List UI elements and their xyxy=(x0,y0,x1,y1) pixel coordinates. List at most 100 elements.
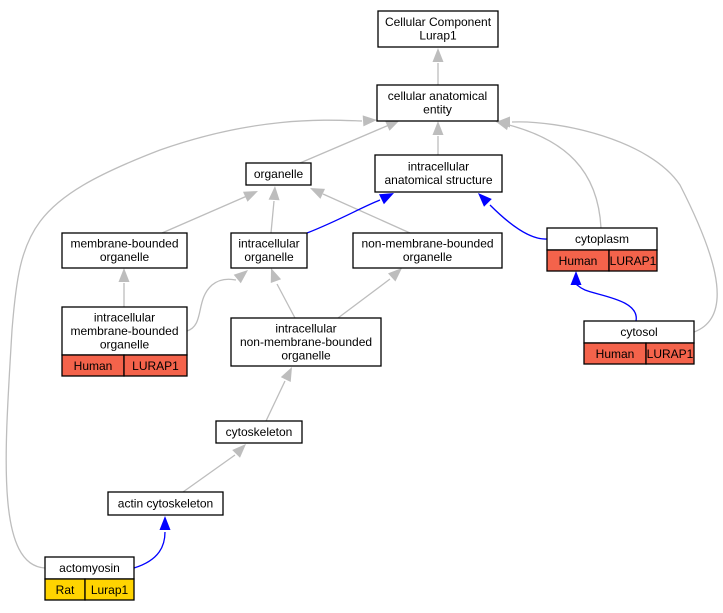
edge-cytoplasm-to-ias-part-of xyxy=(478,193,548,240)
edge-line xyxy=(133,531,166,569)
edge-organelle-to-cae-is-a xyxy=(299,120,400,164)
edge-arrowhead xyxy=(362,115,377,127)
node-label-line: cytosol xyxy=(620,325,657,339)
edge-line xyxy=(299,124,390,164)
edge-line xyxy=(511,121,718,333)
node-label-line: cytoplasm xyxy=(575,232,629,246)
species-label: Human xyxy=(596,347,635,361)
edge-line xyxy=(276,283,296,319)
annotation-row[interactable]: Human LURAP1 xyxy=(546,249,658,272)
node-label-line: intracellular xyxy=(275,321,336,335)
edge-cytosol-to-cytoplasm-part-of xyxy=(570,271,637,322)
node-label-line: anatomical structure xyxy=(384,173,492,187)
edge-arrowhead xyxy=(243,191,258,202)
node-label-line: Lurap1 xyxy=(419,29,457,43)
node-box[interactable] xyxy=(245,162,312,186)
gene-label: LURAP1 xyxy=(132,359,179,373)
node-label-line: organelle xyxy=(100,337,150,351)
edge-line xyxy=(508,124,602,229)
species-label: Human xyxy=(559,254,598,268)
species-label: Human xyxy=(74,359,113,373)
edge-arrowhead xyxy=(432,48,444,62)
edge-line xyxy=(5,119,363,569)
node-box[interactable] xyxy=(107,491,224,516)
node-label-line: intracellular xyxy=(238,237,299,251)
edge-arrowhead xyxy=(232,444,246,458)
gene-cell[interactable] xyxy=(84,578,135,601)
edge-cytoskeleton-to-inmbo-is-a xyxy=(265,367,292,422)
gene-label: LURAP1 xyxy=(610,254,657,268)
node-label-line: entity xyxy=(423,103,452,117)
edge-line xyxy=(337,278,391,319)
node-label-line: intracellular xyxy=(408,160,469,174)
node-inmbo[interactable]: intracellularnon-membrane-boundedorganel… xyxy=(230,317,382,367)
edge-actin-to-cytoskeleton-is-a xyxy=(182,444,246,493)
gene-cell[interactable] xyxy=(608,249,658,272)
edge-cae-to-root-is-a xyxy=(432,48,444,85)
edge-line xyxy=(322,193,411,234)
node-label-line: Cellular Component xyxy=(385,15,492,29)
edge-nmbo-to-organelle-is-a xyxy=(310,188,411,234)
node-cytoskeleton[interactable]: cytoskeleton xyxy=(215,420,303,444)
node-label-line: non-membrane-bounded xyxy=(361,237,493,251)
edge-cytoplasm-to-cae-is-a xyxy=(495,119,602,229)
gene-label: LURAP1 xyxy=(647,347,694,361)
annotation-row[interactable]: Human LURAP1 xyxy=(583,342,695,365)
edge-io-to-ias-part-of xyxy=(306,193,394,234)
node-box[interactable] xyxy=(230,317,382,367)
edge-arrowhead xyxy=(310,188,325,199)
node-label-line: organelle xyxy=(244,250,294,264)
edge-line xyxy=(270,200,275,234)
node-label-line: actomyosin xyxy=(59,561,120,575)
edge-arrowhead xyxy=(432,121,444,135)
edge-arrowhead xyxy=(268,186,280,201)
node-box[interactable] xyxy=(374,154,503,193)
edge-arrowhead xyxy=(233,270,248,284)
gene-cell[interactable] xyxy=(645,342,695,365)
edge-arrowhead xyxy=(280,367,292,382)
edges-layer xyxy=(5,48,718,569)
node-box[interactable] xyxy=(230,232,308,269)
edge-line xyxy=(182,454,236,493)
node-box[interactable] xyxy=(61,232,188,269)
edge-line xyxy=(575,283,637,322)
node-box[interactable] xyxy=(215,420,303,444)
node-label-line: organelle xyxy=(100,250,150,264)
node-label-line: cellular anatomical xyxy=(388,89,487,103)
node-imbo[interactable]: intracellularmembrane-boundedorganelleHu… xyxy=(61,306,188,377)
annotation-row[interactable]: Human LURAP1 xyxy=(61,354,188,377)
edge-mbo-to-organelle-is-a xyxy=(161,191,258,234)
node-label-line: intracellular xyxy=(94,310,155,324)
edge-io-to-organelle-is-a xyxy=(268,186,280,234)
node-box[interactable] xyxy=(376,84,499,122)
node-label-line: organelle xyxy=(403,250,453,264)
node-actin[interactable]: actin cytoskeleton xyxy=(107,491,224,516)
edge-arrowhead xyxy=(496,116,510,128)
node-box[interactable] xyxy=(352,232,503,269)
edge-inmbo-to-io-is-a xyxy=(270,268,296,319)
edge-imbo-to-mbo-is-a xyxy=(118,268,130,307)
node-label-line: organelle xyxy=(281,348,331,362)
edge-line xyxy=(489,204,548,240)
node-organelle[interactable]: organelle xyxy=(245,162,312,186)
node-label-line: organelle xyxy=(254,167,304,181)
edge-arrowhead xyxy=(159,516,171,530)
edge-cytosol-to-cae-is-a xyxy=(496,116,718,333)
node-box[interactable] xyxy=(377,10,499,48)
edge-actomyosin-to-actin-part-of xyxy=(133,516,171,569)
edge-inmbo-to-nmbo-is-a xyxy=(337,268,402,319)
gene-cell[interactable] xyxy=(123,354,188,377)
node-box[interactable] xyxy=(61,306,188,356)
